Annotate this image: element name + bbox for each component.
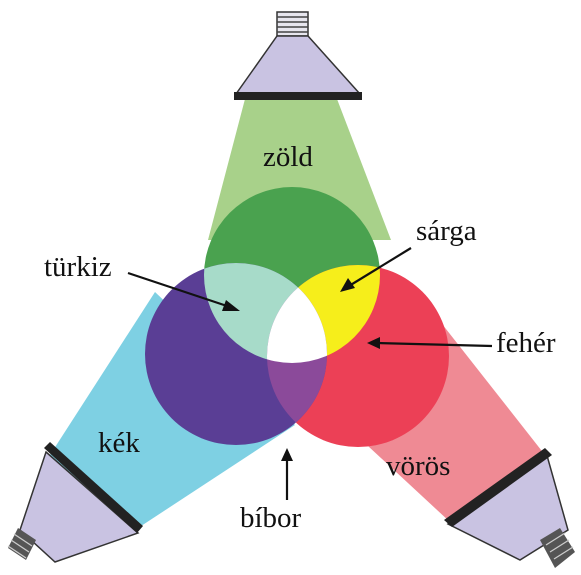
projector-top: [234, 12, 362, 100]
label-blue: kék: [98, 427, 140, 459]
label-green: zöld: [263, 141, 313, 173]
arrow-magenta: [281, 448, 293, 500]
label-white: fehér: [496, 327, 556, 359]
label-red: vörös: [386, 450, 450, 482]
label-yellow: sárga: [416, 215, 477, 247]
label-cyan: türkiz: [44, 251, 112, 283]
label-magenta: bíbor: [240, 502, 302, 534]
